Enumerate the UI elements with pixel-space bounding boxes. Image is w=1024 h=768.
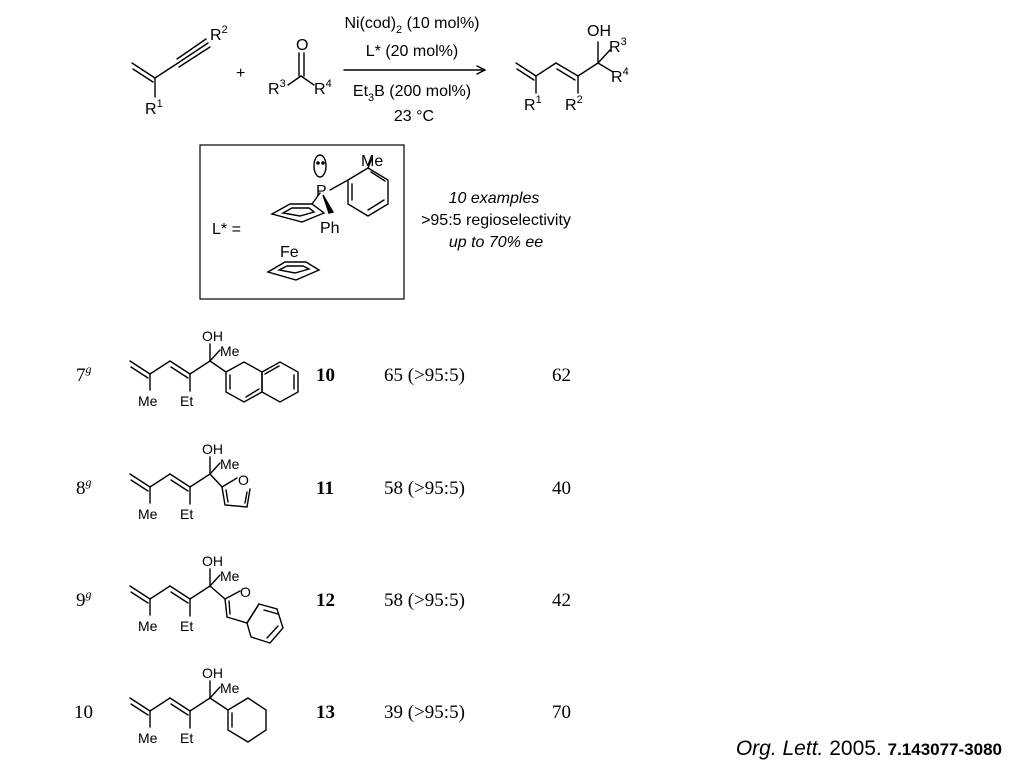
row4-et-label: Et	[180, 730, 193, 746]
row2-me-label: Me	[220, 456, 240, 472]
yield-value: 65 (>95:5)	[384, 365, 465, 386]
row1-oh-label: OH	[202, 328, 223, 344]
ee-value: 70	[552, 702, 571, 723]
ferrocenyl-phosphine-ligand	[266, 154, 389, 281]
ee-value: 40	[552, 478, 571, 499]
ligand-phosphorus: P	[316, 183, 327, 200]
row4-oh-label: OH	[202, 665, 223, 681]
yield-value: 58 (>95:5)	[384, 590, 465, 611]
product-r4-label: R4	[611, 66, 629, 86]
row2-furan-oxygen: O	[238, 472, 249, 488]
ligand-me-label: Me	[361, 153, 383, 170]
diene-product	[515, 41, 614, 94]
ligand-label: L* =	[212, 221, 241, 238]
reaction-arrow	[343, 65, 486, 75]
row2-et-label: Et	[180, 506, 193, 522]
note-ee: up to 70% ee	[449, 234, 543, 251]
ketone-oxygen: O	[296, 37, 308, 54]
structure-compound-12	[129, 568, 284, 644]
ketone-r3-label: R3	[268, 78, 286, 98]
plus-sign: +	[236, 65, 245, 82]
row1-me2-label: Me	[138, 393, 158, 409]
row3-benzofuran-oxygen: O	[240, 584, 251, 600]
row2-me2-label: Me	[138, 506, 158, 522]
yield-value: 58 (>95:5)	[384, 478, 465, 499]
entry-label: 10	[74, 702, 93, 723]
ligand-box	[199, 144, 405, 300]
entry-label: 8g	[76, 475, 92, 499]
yield-value: 39 (>95:5)	[384, 702, 465, 723]
row3-me2-label: Me	[138, 618, 158, 634]
compound-number: 11	[316, 478, 334, 499]
note-regioselectivity: >95:5 regioselectivity	[421, 212, 571, 229]
ligand-phenyl: Ph	[320, 220, 340, 237]
enyne-r2-label: R2	[210, 24, 228, 44]
ee-value: 42	[552, 590, 571, 611]
enyne-reactant	[131, 38, 211, 98]
compound-number: 12	[316, 590, 335, 611]
condition-catalyst: Ni(cod)2 (10 mol%)	[344, 15, 479, 36]
product-r2-label: R2	[565, 94, 583, 114]
note-examples: 10 examples	[449, 190, 540, 207]
product-r3-label: R3	[609, 36, 627, 56]
product-oh-label: OH	[587, 23, 611, 40]
condition-reductant: Et3B (200 mol%)	[353, 83, 471, 104]
compound-number: 13	[316, 702, 335, 723]
row3-me-label: Me	[220, 568, 240, 584]
compound-number: 10	[316, 365, 335, 386]
row4-me2-label: Me	[138, 730, 158, 746]
citation: Org. Lett. 2005. 7.143077-3080	[736, 737, 1002, 760]
row3-et-label: Et	[180, 618, 193, 634]
row1-et-label: Et	[180, 393, 193, 409]
entry-label: 7g	[76, 362, 92, 386]
lone-pair-dot	[316, 161, 320, 165]
entry-label: 9g	[76, 587, 92, 611]
ketone-reactant	[287, 52, 315, 86]
ketone-r4-label: R4	[314, 78, 332, 98]
enyne-r1-label: R1	[145, 98, 163, 118]
lone-pair-dot	[321, 161, 325, 165]
ligand-iron: Fe	[280, 244, 299, 261]
structure-compound-13	[129, 680, 267, 743]
ee-value: 62	[552, 365, 571, 386]
row2-oh-label: OH	[202, 441, 223, 457]
structure-compound-10	[129, 343, 299, 403]
row4-me-label: Me	[220, 680, 240, 696]
product-r1-label: R1	[524, 94, 542, 114]
row1-me-label: Me	[220, 343, 240, 359]
condition-ligand: L* (20 mol%)	[366, 43, 458, 60]
row3-oh-label: OH	[202, 553, 223, 569]
condition-temperature: 23 °C	[394, 108, 434, 125]
structure-compound-11	[129, 456, 251, 508]
